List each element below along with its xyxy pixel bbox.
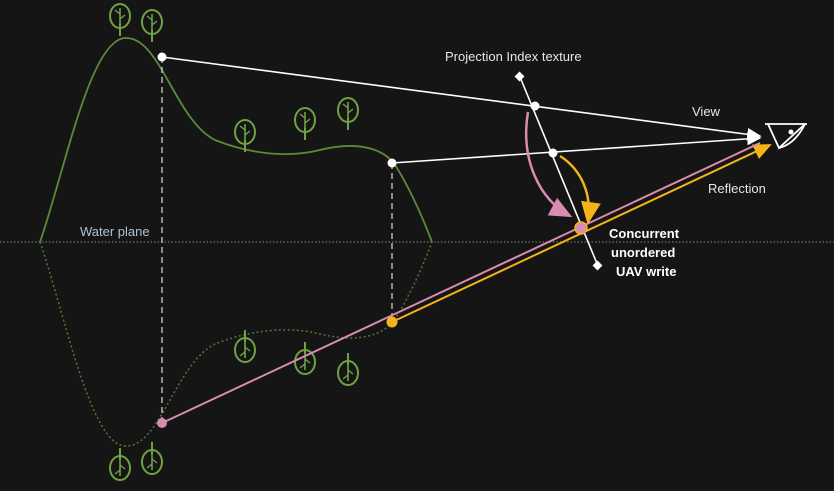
eye-icon	[765, 123, 807, 150]
terrain-outline	[39, 37, 433, 243]
tree-icon	[337, 97, 359, 131]
projection-texture-label: Projection Index texture	[445, 49, 582, 64]
terrain-point-2	[387, 158, 397, 168]
terrain-point-1	[157, 52, 167, 62]
reflected-point-orange	[386, 316, 398, 328]
tree-icon	[109, 447, 131, 481]
view-ray-1	[161, 56, 762, 141]
projection-texture-end-top	[514, 71, 525, 82]
concurrent-label-line3: UAV write	[616, 264, 676, 279]
tree-icon	[294, 107, 316, 141]
reflection-ray-pink	[161, 142, 761, 424]
tree-icon	[337, 352, 359, 386]
water-plane-label: Water plane	[80, 224, 150, 239]
tree-icon	[234, 329, 256, 363]
reflection-label: Reflection	[708, 181, 766, 196]
tree-icon	[109, 3, 131, 37]
tree-icon	[141, 9, 163, 43]
concurrent-write-point	[574, 221, 588, 235]
view-ray-2	[391, 132, 762, 164]
concurrent-label-line1: Concurrent	[609, 226, 680, 241]
texture-hit-2	[548, 148, 558, 158]
projection-texture-end-bottom	[592, 260, 603, 271]
view-label: View	[692, 104, 721, 119]
tree-icon	[141, 441, 163, 475]
orange-curved-arrow	[559, 154, 601, 225]
pink-curved-arrow	[525, 111, 573, 218]
texture-hit-1	[530, 101, 540, 111]
concurrent-label-line2: unordered	[611, 245, 675, 260]
reflected-point-pink	[157, 418, 167, 428]
tree-icon	[294, 341, 316, 375]
